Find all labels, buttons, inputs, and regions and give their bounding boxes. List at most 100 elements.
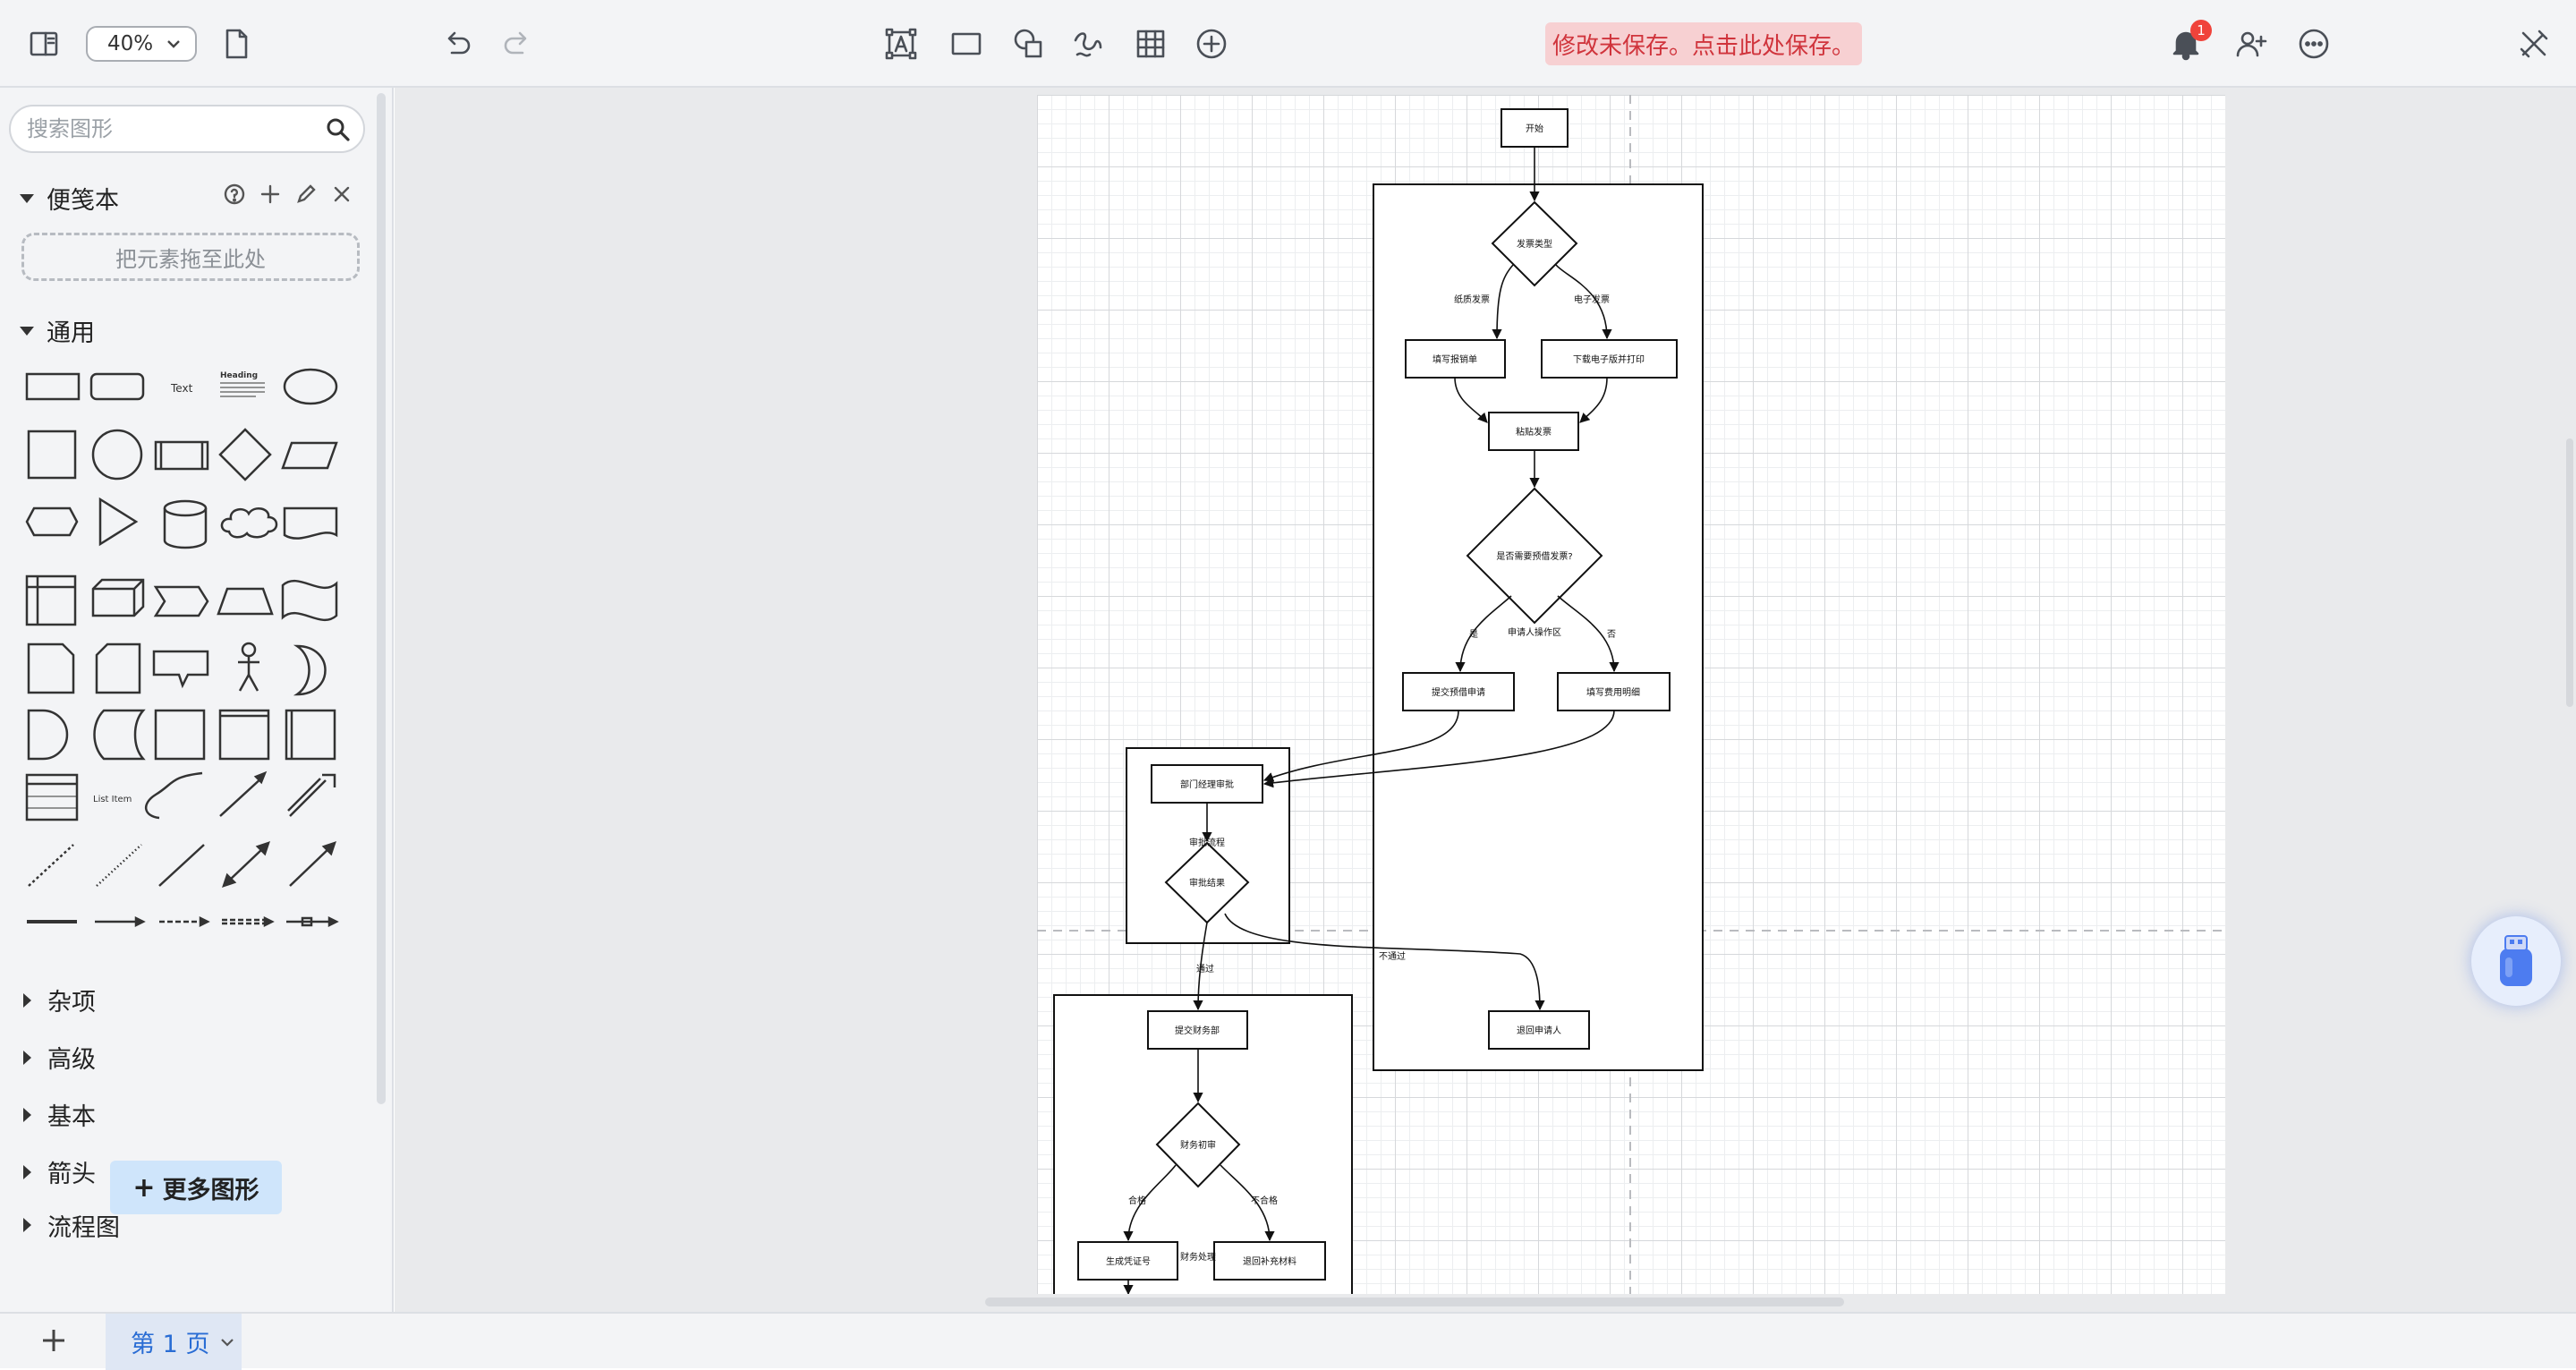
diagram-canvas[interactable]: 开始 发票类型 纸质发票 电子发票 填写报销单 下载电子版并打印 粘贴发票 是否… (395, 88, 2576, 1312)
shape-parallelogram[interactable] (281, 441, 338, 470)
more-shapes-button[interactable]: + 更多图形 (110, 1161, 282, 1214)
node-voucher[interactable] (1077, 1241, 1178, 1281)
rectangle-tool-icon[interactable] (946, 23, 987, 64)
shape-cylinder[interactable] (163, 499, 208, 549)
format-panel-toggle-icon[interactable] (23, 23, 64, 64)
shape-diamond[interactable] (218, 428, 272, 481)
shape-rectangle[interactable] (25, 372, 81, 401)
shape-step[interactable] (153, 585, 209, 617)
shape-link-double-arrow[interactable] (222, 915, 275, 928)
chevron-down-icon[interactable] (218, 1333, 236, 1351)
shape-textbox[interactable]: Heading (220, 371, 265, 397)
shape-directional-connector[interactable] (289, 841, 336, 887)
shape-dashed-line[interactable] (28, 844, 74, 887)
shape-triangle[interactable] (98, 497, 139, 547)
shape-document[interactable] (283, 506, 338, 540)
insert-plus-icon[interactable] (1191, 23, 1232, 64)
shape-process[interactable] (154, 440, 209, 471)
floating-plugin-button[interactable] (2471, 916, 2561, 1006)
sidebar-scrollbar[interactable] (377, 93, 386, 1104)
shape-ellipse[interactable] (283, 368, 338, 405)
more-options-icon[interactable] (2293, 23, 2334, 64)
misc-section-header[interactable]: 杂项 (20, 983, 96, 1017)
shape-cloud[interactable] (220, 506, 278, 539)
shape-line[interactable] (158, 844, 205, 887)
general-section-header[interactable]: 通用 (20, 313, 95, 348)
shape-trapezoid[interactable] (217, 587, 274, 616)
shape-square[interactable] (27, 430, 77, 480)
shape-internal-storage[interactable] (25, 574, 77, 626)
scratchpad-drop-zone[interactable]: 把元素拖至此处 (21, 233, 360, 281)
table-tool-icon[interactable] (1130, 23, 1171, 64)
close-icon[interactable] (330, 183, 353, 206)
shape-note[interactable] (27, 642, 75, 694)
shapes-tool-icon[interactable] (1008, 23, 1050, 64)
basic-section-header[interactable]: 基本 (20, 1097, 96, 1132)
shape-search-input[interactable] (27, 116, 313, 141)
shape-arrow[interactable] (287, 773, 336, 817)
shape-link-message-arrow[interactable] (286, 915, 339, 928)
unsaved-changes-banner[interactable]: 修改未保存。点击此处保存。 (1545, 22, 1862, 65)
shape-vertical-container[interactable] (285, 709, 336, 761)
shape-list[interactable] (25, 773, 79, 821)
shape-card[interactable] (95, 642, 141, 694)
shape-actor[interactable] (238, 642, 259, 692)
notification-bell-icon[interactable] (2165, 23, 2206, 64)
node-start[interactable] (1501, 108, 1569, 148)
node-finance-review[interactable] (1155, 1102, 1241, 1188)
shape-hexagon[interactable] (25, 506, 79, 537)
shape-dotted-line[interactable] (96, 844, 142, 887)
add-collaborator-icon[interactable] (2231, 23, 2272, 64)
freehand-tool-icon[interactable] (1067, 23, 1109, 64)
shape-link-dashed-arrow[interactable] (159, 915, 210, 928)
node-fill-form[interactable] (1405, 339, 1506, 379)
scratchpad-section-header[interactable]: 便笺本 (20, 181, 119, 216)
shape-tape[interactable] (281, 579, 338, 622)
shape-data-storage[interactable] (93, 709, 146, 761)
shape-search-box[interactable] (9, 105, 365, 153)
text-tool-icon[interactable] (880, 23, 922, 64)
shape-text[interactable]: Text (170, 382, 193, 395)
node-submit-finance[interactable] (1147, 1010, 1248, 1050)
edit-tools-icon[interactable] (2513, 23, 2555, 64)
page-tab-1[interactable]: 第 1 页 (106, 1314, 242, 1370)
node-fill-expense[interactable] (1557, 672, 1671, 711)
zoom-select[interactable]: 40% (86, 26, 197, 62)
shape-bidirectional-arrow[interactable] (219, 770, 268, 817)
page-icon[interactable] (216, 23, 257, 64)
flowchart-section-header[interactable]: 流程图 (20, 1212, 120, 1238)
shape-rounded-rectangle[interactable] (89, 372, 145, 401)
undo-icon[interactable] (437, 23, 478, 64)
node-return-applicant[interactable] (1488, 1010, 1590, 1050)
vertical-scrollbar[interactable] (2566, 438, 2573, 707)
diagram-page[interactable]: 开始 发票类型 纸质发票 电子发票 填写报销单 下载电子版并打印 粘贴发票 是否… (1037, 95, 2225, 1294)
add-page-icon[interactable] (36, 1323, 72, 1358)
shape-circle[interactable] (91, 429, 143, 481)
node-paste-invoice[interactable] (1488, 412, 1579, 451)
shape-bidirectional-connector[interactable] (222, 841, 270, 888)
shape-cube[interactable] (91, 578, 145, 617)
shape-callout[interactable] (152, 650, 209, 689)
node-invoice-type[interactable] (1491, 200, 1578, 287)
node-download-print[interactable] (1541, 339, 1678, 379)
node-submit-presettle[interactable] (1402, 672, 1515, 711)
swimlane-applicant[interactable] (1373, 183, 1704, 1071)
shape-list-item[interactable]: List Item (93, 795, 132, 804)
shape-link-arrow[interactable] (95, 915, 146, 928)
node-need-presettle[interactable] (1466, 487, 1603, 625)
shape-frame[interactable] (154, 709, 206, 761)
shape-delay[interactable] (27, 709, 69, 761)
horizontal-scrollbar[interactable] (985, 1298, 1844, 1306)
shape-or[interactable] (293, 644, 327, 696)
arrows-section-header[interactable]: 箭头 (20, 1154, 96, 1189)
advanced-section-header[interactable]: 高级 (20, 1040, 96, 1075)
shape-horizontal-container[interactable] (218, 709, 270, 761)
shape-curve[interactable] (145, 771, 203, 820)
add-icon[interactable] (259, 183, 282, 206)
node-dept-review[interactable] (1151, 764, 1263, 804)
help-icon[interactable] (223, 183, 246, 206)
search-icon[interactable] (326, 117, 351, 142)
node-return-supplement[interactable] (1213, 1241, 1326, 1281)
edit-pencil-icon[interactable] (294, 183, 318, 206)
redo-icon[interactable] (497, 23, 538, 64)
